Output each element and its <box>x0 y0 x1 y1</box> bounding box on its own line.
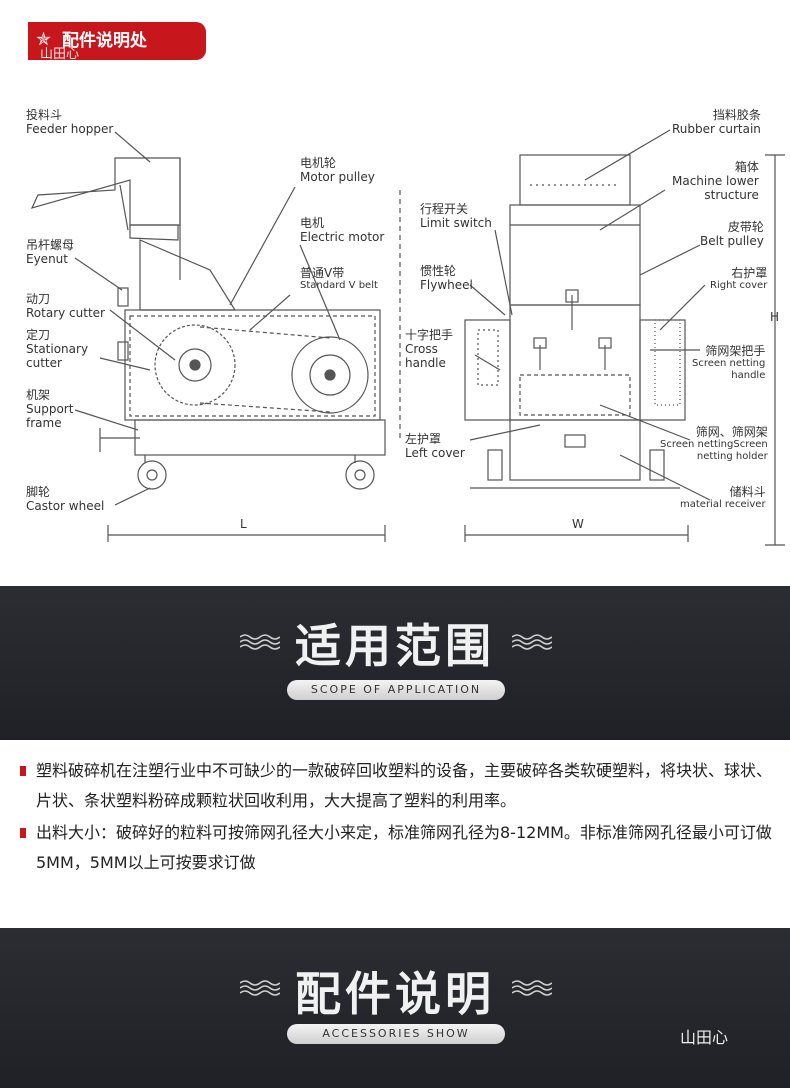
accessories-banner: 配件说明 ACCESSORIES SHOW 山田心 <box>0 928 790 1088</box>
accessories-title: 配件说明 <box>295 967 495 1021</box>
section-tab: ✯ 配件说明处 山田心 <box>28 22 206 62</box>
wave-ornament-left <box>240 980 280 996</box>
paragraph-output-size: 出料大小：破碎好的粒料可按筛网孔径大小来定，标准筛网孔径为8-12MM。非标准筛… <box>20 818 780 878</box>
star-icon: ✯ <box>36 29 52 50</box>
scope-subtitle: SCOPE OF APPLICATION <box>287 680 505 700</box>
watermark: 山田心 <box>40 47 80 62</box>
brand-watermark: 山田心 <box>680 1028 729 1047</box>
wave-ornament-right <box>512 980 552 996</box>
wave-ornament-left <box>240 634 280 650</box>
bullet-icon <box>20 828 26 838</box>
accessories-subtitle: ACCESSORIES SHOW <box>287 1024 505 1044</box>
label-dim-h: H <box>770 310 780 324</box>
wave-ornament-right <box>512 634 552 650</box>
machine-drawing <box>30 129 785 546</box>
tab-title: 配件说明处 <box>62 31 147 51</box>
label-dim-l: L <box>240 517 247 531</box>
scope-banner: 适用范围 SCOPE OF APPLICATION <box>0 586 790 740</box>
description: 塑料破碎机在注塑行业中不可缺少的一款破碎回收塑料的设备，主要破碎各类软硬塑料，将… <box>20 756 780 880</box>
label-dim-w: W <box>572 517 584 531</box>
scope-title: 适用范围 <box>295 619 495 673</box>
bullet-icon <box>20 766 26 776</box>
paragraph-usage: 塑料破碎机在注塑行业中不可缺少的一款破碎回收塑料的设备，主要破碎各类软硬塑料，将… <box>20 756 780 816</box>
